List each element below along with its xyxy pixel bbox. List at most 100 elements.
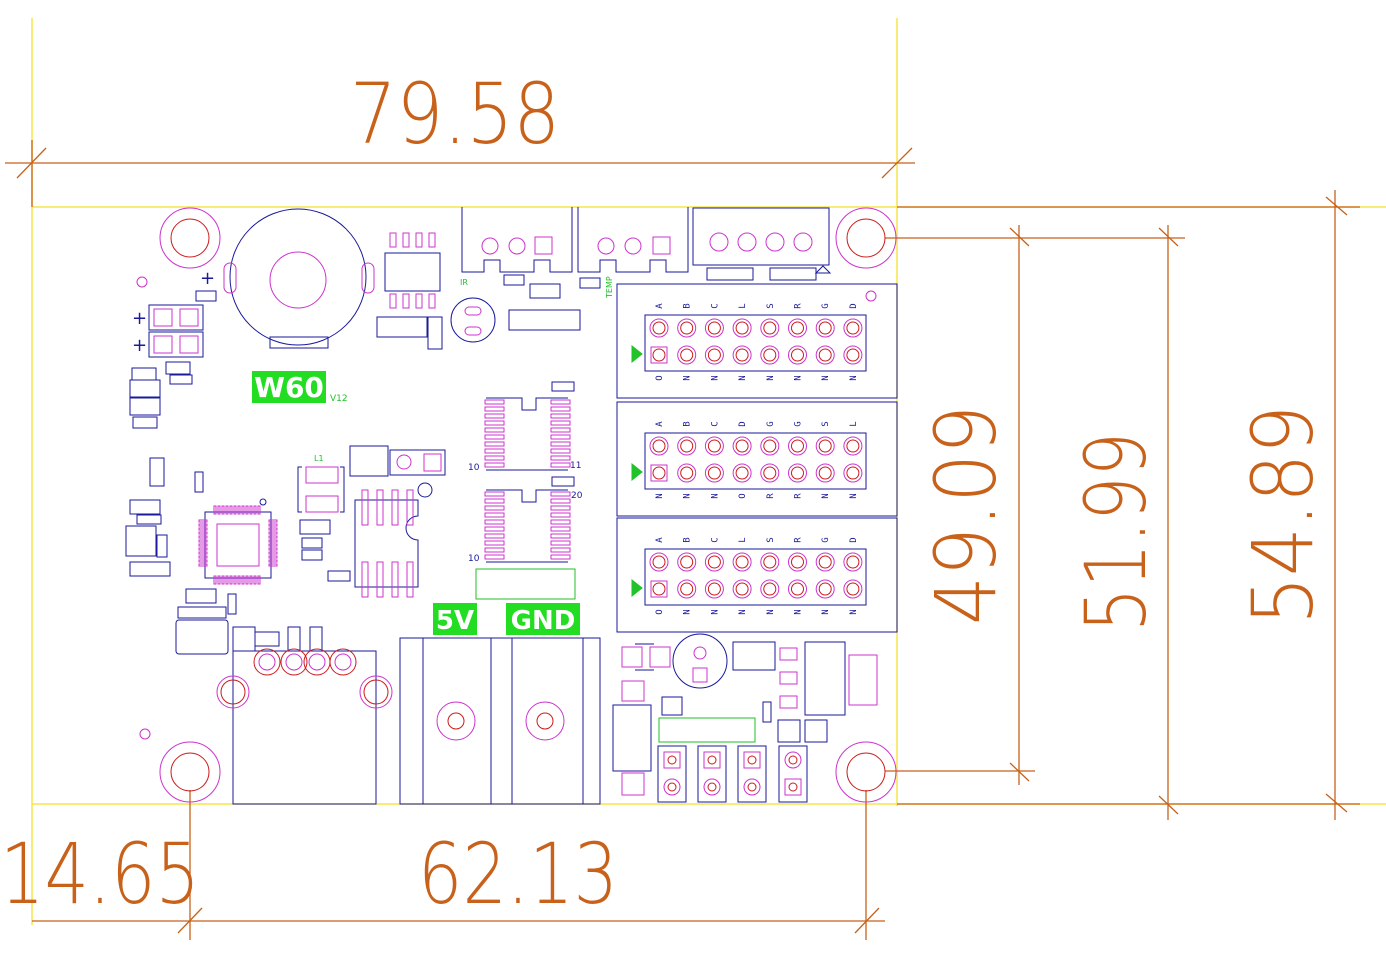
dim-overall-height: 54.89 [1234,405,1332,625]
hub-pin [788,318,807,338]
hub-pin [704,579,724,599]
driver-chips: 10 11 20 10 [468,381,583,600]
hub-pin [760,436,780,456]
hub-pin [704,436,724,456]
hub-pin-label-top: G [766,421,776,426]
hub-pin-label-bottom: R [794,493,804,499]
hub-pin-label-top: A [655,537,665,543]
hub-pin [650,580,668,598]
mcu-chip [198,498,278,585]
hub-pin-label-bottom: N [683,493,693,498]
hub-pin [843,579,863,599]
hub-pin [677,436,697,456]
hub-pin-label-top: C [710,421,720,426]
hub-pin [788,579,807,599]
board-name: W60 [254,371,324,404]
board-name-label: W60 V12 [252,371,348,404]
hub-pin [788,552,807,572]
mount-hole-top-left [159,207,221,269]
hub-pin-label-top: B [683,537,693,542]
hub-pin [704,463,724,483]
hub-pin [704,552,724,572]
hub-pin [650,464,668,482]
hub-pin-label-bottom: N [710,375,720,380]
hub-pin [732,318,752,338]
hub-pin [815,579,835,599]
hub-pin-label-top: D [849,537,859,542]
hub-pin [650,346,668,364]
hub-pin [760,345,780,365]
network-jack [216,648,393,805]
hub-pin-label-top: S [766,303,776,308]
jumper-header [778,745,808,803]
hub-pin-label-bottom: N [849,609,859,614]
dim-overall-width: 79.58 [350,65,560,163]
mount-hole-bottom-left [159,741,221,803]
jumper-header [657,745,687,803]
hub-pin-label-top: S [821,421,831,426]
hub-pin [649,436,669,456]
dim-hole-span-x: 62.13 [418,825,618,923]
hub-pin-label-bottom: N [683,375,693,380]
power-5v-label: 5V [436,606,474,636]
hub-pin [677,579,697,599]
hub-pin [760,579,780,599]
power-4pin-connector [692,207,832,281]
jumper-header [697,745,727,803]
hub-pin-label-bottom: N [710,493,720,498]
hub-pin-label-bottom: N [849,375,859,380]
power-terminal: 5V GND [399,603,601,805]
hub-pin-label-bottom: O [738,493,748,498]
hub-pin-label-bottom: N [821,375,831,380]
inductor-l1: L1 [297,454,351,582]
hub-pin-label-top: L [849,421,859,426]
hub-pin-label-top: R [794,303,804,309]
svg-text:20: 20 [571,491,583,501]
hub-pin [788,345,807,365]
hub-pin-label-bottom: N [710,609,720,614]
svg-text:+: + [132,335,147,356]
hub-pin-label-top: R [794,537,804,543]
hub-pin [815,318,835,338]
hub-pin-label-bottom: R [766,493,776,499]
hub-pin-label-bottom: N [821,493,831,498]
hub-pin-label-bottom: O [655,375,665,380]
temp-connector: TEMP [577,207,689,299]
jumper-header [737,745,767,803]
hub-pin-label-top: S [766,537,776,542]
ir-connector: IR [460,207,573,299]
board-version: V12 [330,394,348,404]
hub-pin [843,552,863,572]
hub-pin-label-bottom: N [794,375,804,380]
dimension-lines [5,140,1360,940]
svg-text:+: + [200,268,215,289]
hub-pin [788,436,807,456]
hub-pin-label-bottom: O [655,609,665,614]
hub-pin [760,463,780,483]
hub-pin-label-top: A [655,421,665,427]
hub-pin-label-top: C [710,537,720,542]
hub-pin-label-top: D [738,421,748,426]
hub-pin [649,318,669,338]
capacitor-array-left: + + [129,304,204,429]
hub-pin-label-top: G [821,303,831,308]
hub-pin [760,552,780,572]
hub-pin [843,436,863,456]
hub-pin [732,436,752,456]
hub-pin-label-bottom: N [655,493,665,498]
hub-pin [815,463,835,483]
mount-hole-top-right [835,207,897,269]
hub-pin [732,552,752,572]
mounting-holes [136,207,897,803]
bottom-right-components [612,633,878,803]
hub-pin [843,318,863,338]
hub-pin-label-top: B [683,303,693,308]
power-gnd-label: GND [511,606,576,636]
hub-pin [677,552,697,572]
dim-hole-to-edge-y: 51.99 [1067,432,1165,632]
regulator-ic [349,445,446,598]
hub-pin [843,345,863,365]
